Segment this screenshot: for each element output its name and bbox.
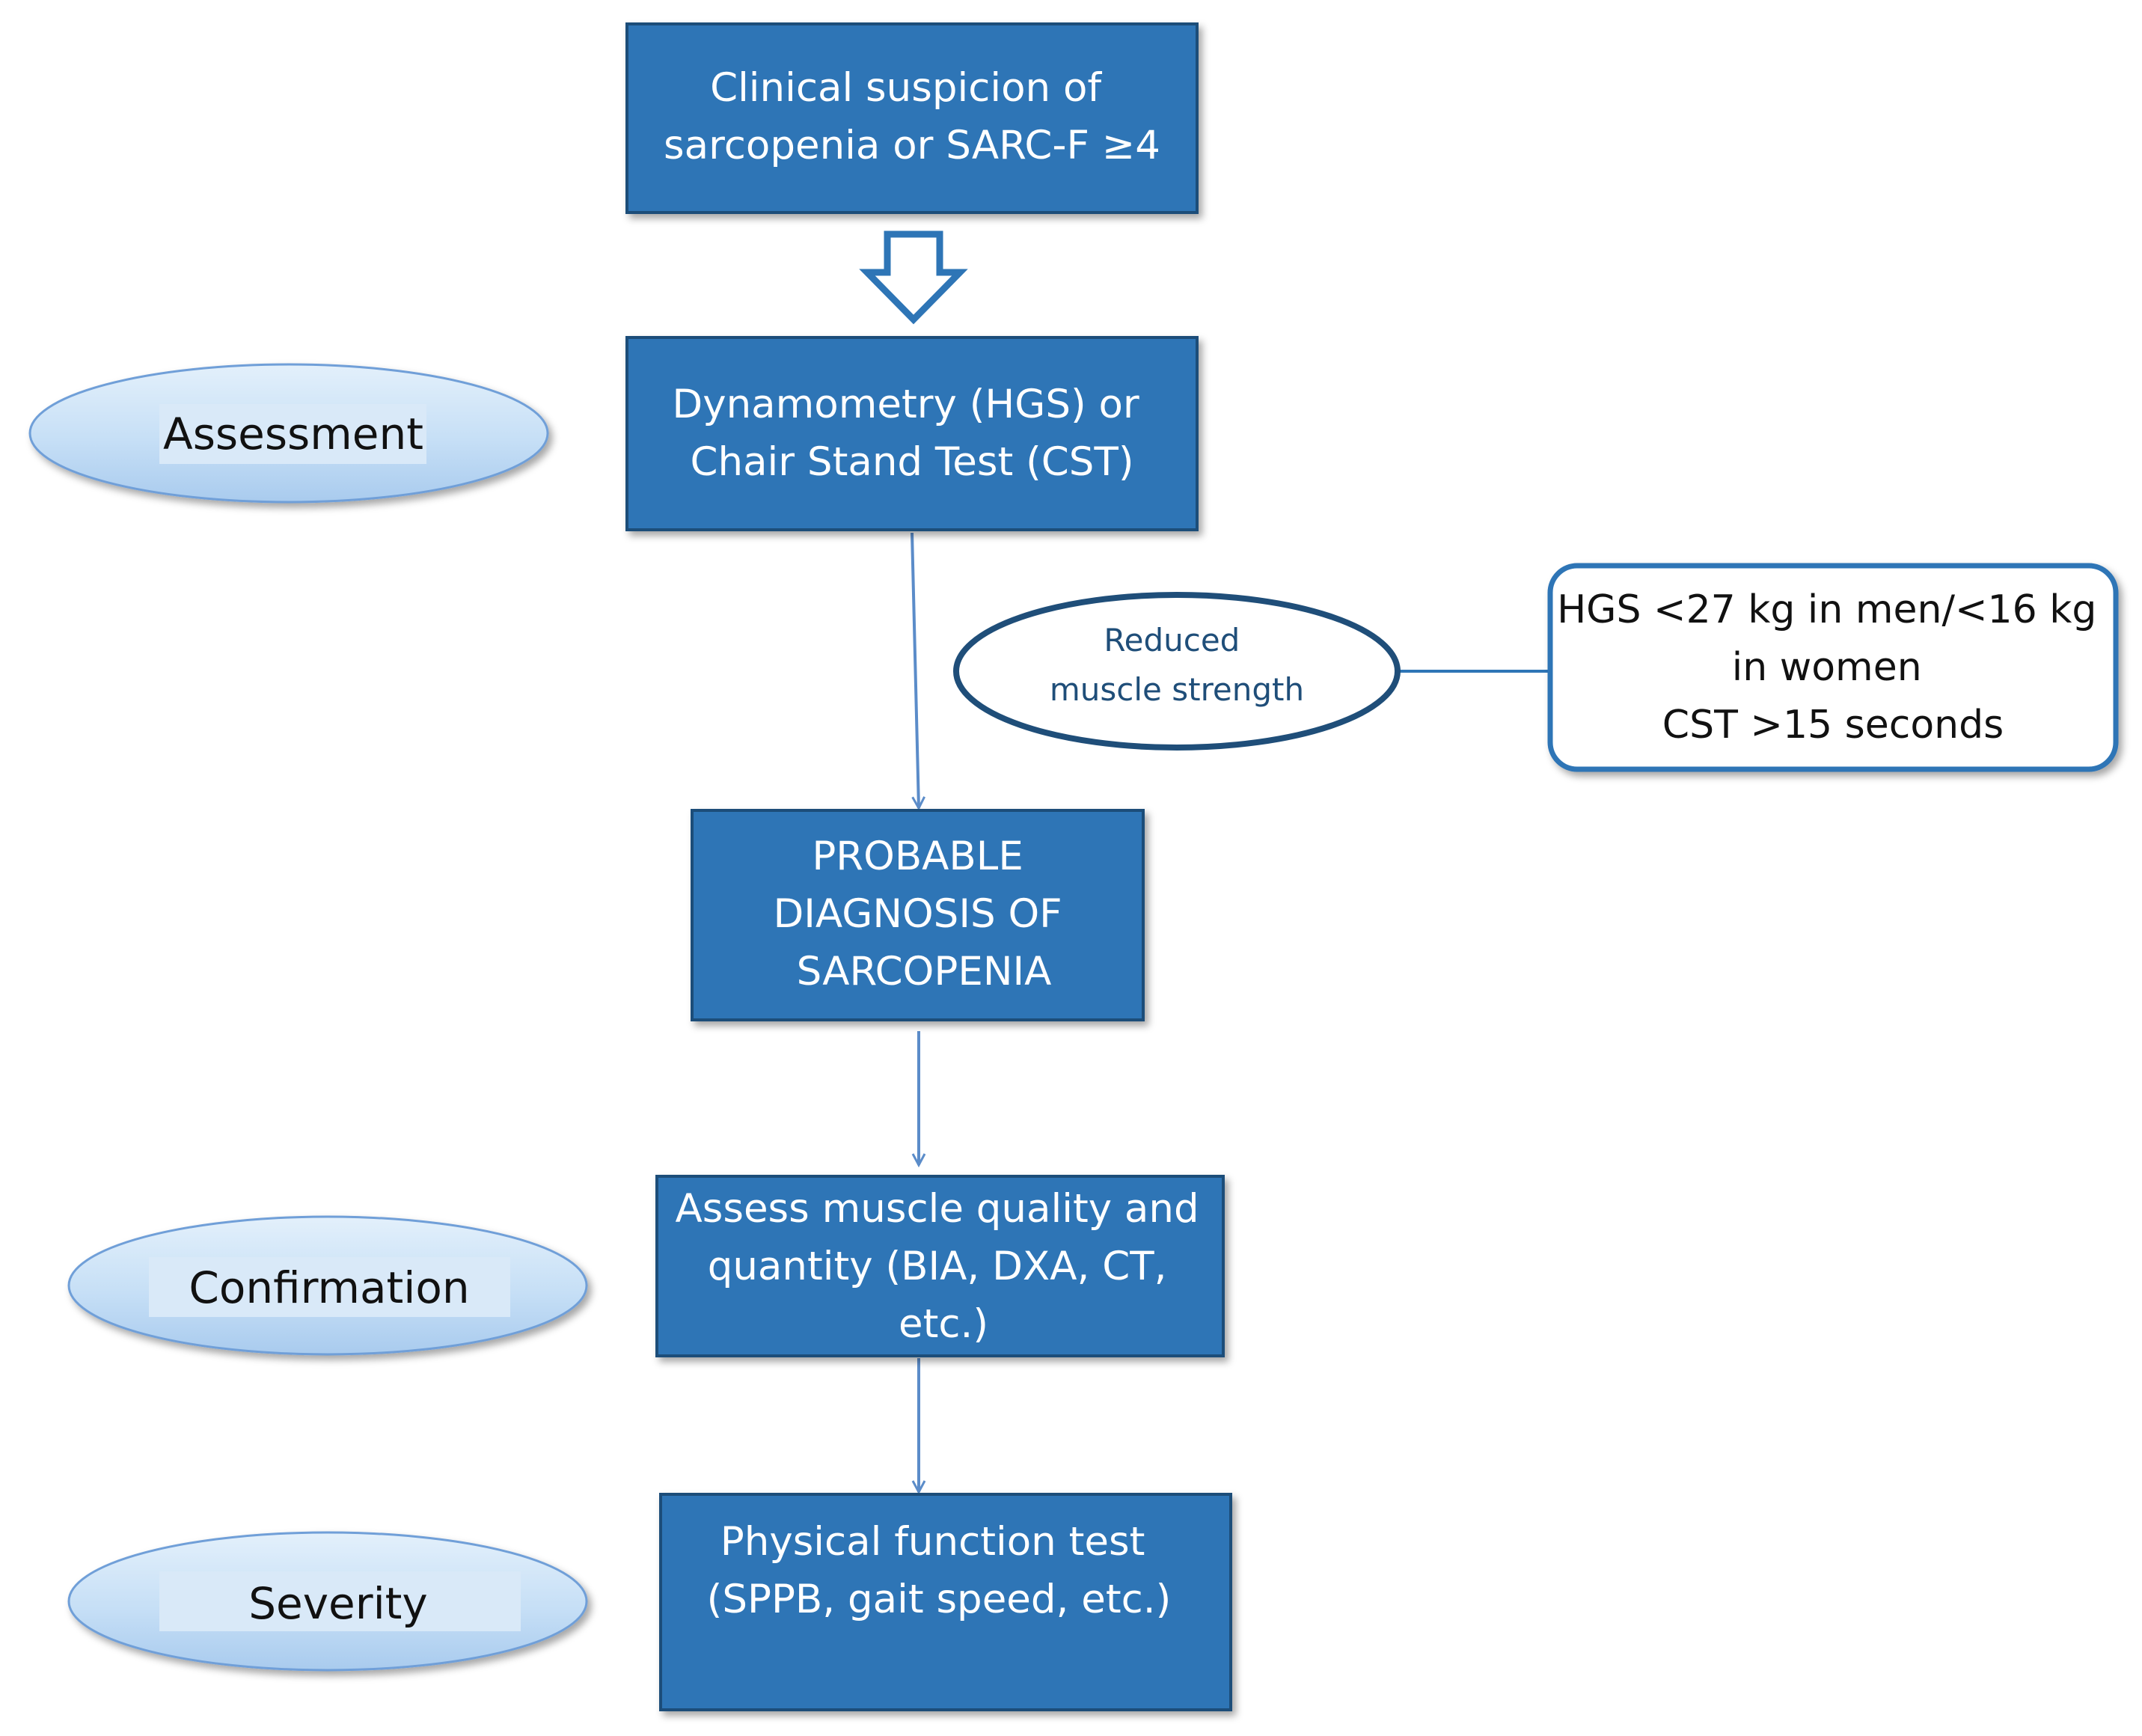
step-box-dynamometry: [625, 336, 1199, 531]
stage-label-confirmation: Confirmation: [189, 1262, 469, 1313]
criteria-line-1: HGS <27 kg in men/<16 kg: [1557, 587, 2096, 632]
criteria-box: [1547, 563, 2119, 772]
step-clinical-suspicion-line-2: sarcopenia or SARC-F ≥4: [664, 123, 1160, 168]
step-box-physical-function: [659, 1493, 1232, 1711]
step-muscle-quality-line-2: quantity (BIA, DXA, CT,: [708, 1244, 1167, 1289]
step-physical-function-line-2: (SPPB, gait speed, etc.): [707, 1577, 1172, 1622]
stage-label-assessment: Assessment: [163, 409, 423, 459]
step-dynamometry-line-2: Chair Stand Test (CST): [690, 439, 1133, 485]
step-clinical-suspicion-line-1: Clinical suspicion of: [710, 65, 1102, 111]
stage-label-bg-assessment: [159, 404, 426, 464]
step-probable-diagnosis-text: PROBABLE DIAGNOSIS OF SARCOPENIA: [773, 834, 1074, 994]
stage-label-bg-confirmation: [149, 1257, 510, 1317]
step-box-probable-diagnosis: [691, 809, 1145, 1021]
stage-label-severity: Severity: [248, 1578, 428, 1629]
step-physical-function-line-1: Physical function test: [720, 1519, 1145, 1565]
step-box-clinical-suspicion: [625, 22, 1199, 214]
step-probable-diagnosis-line-3: SARCOPENIA: [797, 949, 1052, 994]
reduced-strength-line-2: muscle strength: [1050, 671, 1304, 708]
stage-label-bg-severity: [159, 1571, 521, 1631]
down-arrow-icon: [859, 230, 968, 325]
reduced-strength-text: Reduced muscle strength: [1050, 622, 1304, 708]
step-muscle-quality-line-1: Assess muscle quality and: [675, 1186, 1199, 1232]
arrow-step2-to-step3: [911, 532, 919, 808]
criteria-line-2: in women: [1732, 645, 1922, 690]
step-dynamometry-line-1: Dynamometry (HGS) or: [672, 382, 1139, 427]
step-clinical-suspicion-text: Clinical suspicion of sarcopenia or SARC…: [664, 65, 1160, 168]
criteria-line-3: CST >15 seconds: [1662, 703, 2004, 748]
step-box-muscle-quality: [655, 1175, 1225, 1357]
step-muscle-quality-line-3: etc.): [899, 1301, 988, 1347]
step-dynamometry-text: Dynamometry (HGS) or Chair Stand Test (C…: [672, 382, 1151, 485]
criteria-text: HGS <27 kg in men/<16 kg in women CST >1…: [1557, 587, 2109, 748]
step-physical-function-text: Physical function test (SPPB, gait speed…: [707, 1519, 1172, 1622]
reduced-strength-ellipse: [953, 592, 1401, 751]
step-muscle-quality-text: Assess muscle quality and quantity (BIA,…: [675, 1186, 1211, 1347]
step-probable-diagnosis-line-1: PROBABLE: [812, 834, 1023, 879]
reduced-strength-line-1: Reduced: [1104, 622, 1240, 658]
step-probable-diagnosis-line-2: DIAGNOSIS OF: [773, 891, 1062, 937]
